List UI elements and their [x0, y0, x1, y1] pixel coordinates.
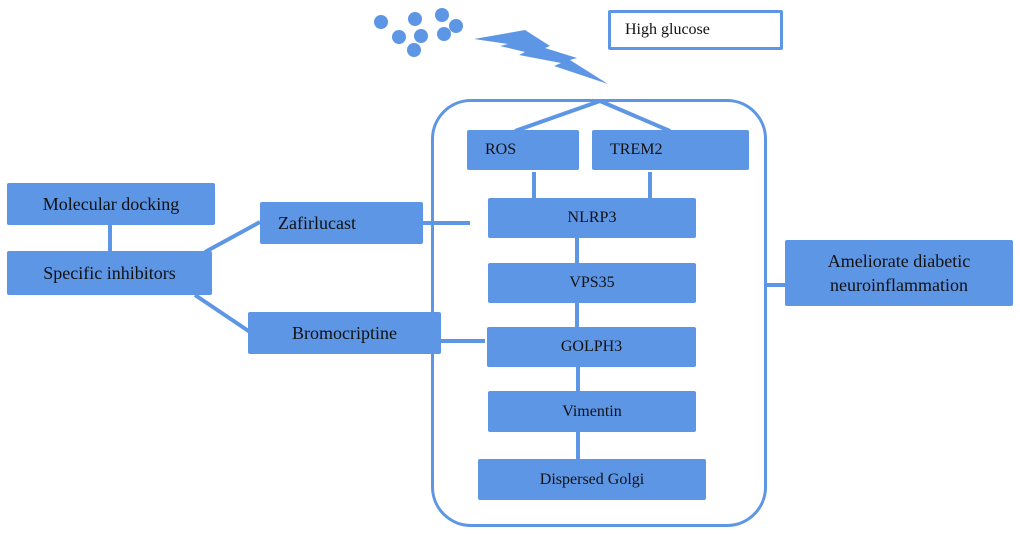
glucose-dot [414, 29, 428, 43]
node-molecular-docking-label: Molecular docking [42, 193, 180, 214]
edge-cell-trem2 [599, 99, 671, 133]
node-specific-inhibitors-label: Specific inhibitors [43, 262, 176, 283]
node-molecular-docking: Molecular docking [7, 183, 215, 225]
node-golph3-label: GOLPH3 [560, 338, 623, 355]
node-bromocriptine: Bromocriptine [248, 312, 441, 354]
glucose-dot [392, 30, 406, 44]
node-golph3: GOLPH3 [487, 327, 696, 367]
high-glucose-label: High glucose [608, 10, 783, 50]
node-outcome-line1: Ameliorate diabetic [827, 251, 971, 271]
edge-cell-ros [514, 99, 601, 133]
node-vimentin-label: Vimentin [562, 402, 622, 420]
node-bromocriptine-label: Bromocriptine [292, 322, 397, 343]
glucose-dot [435, 8, 449, 22]
node-ros: ROS [467, 130, 579, 170]
lightning-bolt-icon [474, 30, 608, 84]
node-nlrp3-label: NLRP3 [567, 209, 617, 226]
node-zafirlucast: Zafirlucast [260, 202, 423, 244]
glucose-dot [374, 15, 388, 29]
node-dispersed-golgi-label: Dispersed Golgi [539, 470, 645, 488]
node-vimentin: Vimentin [488, 391, 696, 432]
node-vps35: VPS35 [488, 263, 696, 303]
node-zafirlucast-label: Zafirlucast [278, 212, 356, 233]
node-trem2-label: TREM2 [610, 141, 663, 158]
edge-inhibitors-bromocriptine [193, 293, 252, 334]
node-nlrp3: NLRP3 [488, 198, 696, 238]
node-dispersed-golgi: Dispersed Golgi [478, 459, 706, 500]
high-glucose-text: High glucose [625, 21, 710, 38]
node-specific-inhibitors: Specific inhibitors [7, 251, 212, 295]
glucose-dot [449, 19, 463, 33]
glucose-molecules-icon [374, 8, 463, 57]
glucose-dot [437, 27, 451, 41]
node-outcome: Ameliorate diabetic neuroinflammation [785, 240, 1013, 306]
node-vps35-label: VPS35 [569, 274, 615, 291]
node-trem2: TREM2 [592, 130, 749, 170]
glucose-dot [407, 43, 421, 57]
edge-inhibitors-zafirlucast [204, 220, 261, 254]
glucose-dot [408, 12, 422, 26]
node-outcome-line2: neuroinflammation [830, 275, 968, 295]
node-ros-label: ROS [485, 141, 517, 158]
